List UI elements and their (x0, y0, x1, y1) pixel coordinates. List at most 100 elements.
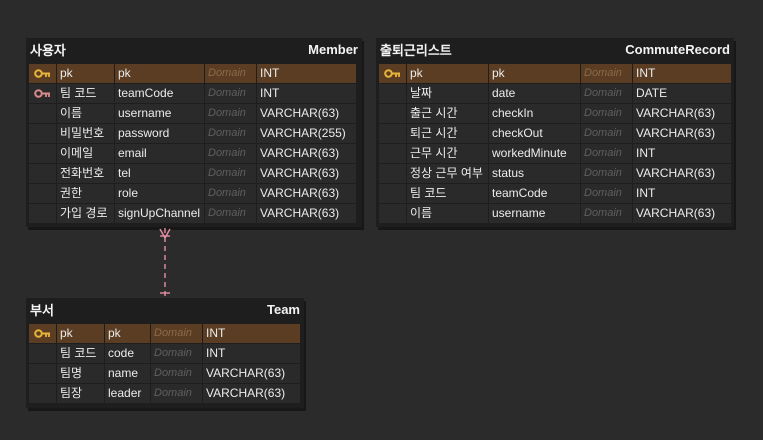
column-data-type: INT (257, 84, 356, 103)
primary-key-icon (379, 64, 406, 83)
column-physical-name: code (105, 344, 150, 363)
column-domain: Domain (205, 84, 256, 103)
column-data-type: VARCHAR(63) (257, 104, 356, 123)
column-physical-name: role (115, 184, 204, 203)
column-logical-name: 권한 (57, 184, 114, 203)
column-data-type: INT (257, 64, 356, 83)
key-cell (379, 164, 406, 183)
column-physical-name: pk (115, 64, 204, 83)
column-physical-name: email (115, 144, 204, 163)
column-data-type: INT (203, 344, 300, 363)
column-physical-name: username (115, 104, 204, 123)
column-physical-name: username (489, 204, 580, 223)
entity-logical-name: 사용자 (30, 42, 66, 58)
column-data-type: VARCHAR(63) (257, 204, 356, 223)
column-domain: Domain (151, 324, 202, 343)
key-cell (29, 384, 56, 403)
entity-physical-name: CommuteRecord (625, 41, 730, 57)
column-logical-name: 날짜 (407, 84, 488, 103)
key-cell (29, 184, 56, 203)
key-cell (379, 84, 406, 103)
column-physical-name: pk (105, 324, 150, 343)
column-domain: Domain (205, 144, 256, 163)
column-logical-name: 전화번호 (57, 164, 114, 183)
column-data-type: INT (633, 184, 731, 203)
column-data-type: VARCHAR(63) (203, 364, 300, 383)
column-logical-name: 출근 시간 (407, 104, 488, 123)
key-cell (29, 164, 56, 183)
column-data-type: VARCHAR(255) (257, 124, 356, 143)
column-data-type: VARCHAR(63) (257, 184, 356, 203)
column-domain: Domain (205, 64, 256, 83)
column-logical-name: 팀 코드 (57, 84, 114, 103)
column-domain: Domain (205, 104, 256, 123)
primary-key-icon (29, 64, 56, 83)
column-physical-name: leader (105, 384, 150, 403)
column-domain: Domain (151, 384, 202, 403)
column-physical-name: signUpChannel (115, 204, 204, 223)
entity-logical-name: 부서 (30, 302, 54, 318)
entity-header[interactable]: 출퇴근리스트 CommuteRecord (376, 38, 734, 60)
key-cell (379, 144, 406, 163)
key-cell (379, 204, 406, 223)
column-domain: Domain (205, 124, 256, 143)
column-domain: Domain (581, 104, 632, 123)
key-cell (379, 124, 406, 143)
column-data-type: INT (633, 144, 731, 163)
entity-header[interactable]: 부서 Team (26, 298, 304, 320)
column-domain: Domain (581, 84, 632, 103)
key-cell (379, 104, 406, 123)
entity-logical-name: 출퇴근리스트 (380, 42, 452, 58)
column-data-type: INT (633, 64, 731, 83)
key-cell (29, 104, 56, 123)
entity-header[interactable]: 사용자 Member (26, 38, 362, 60)
column-domain: Domain (205, 164, 256, 183)
column-logical-name: 팀장 (57, 384, 104, 403)
column-domain: Domain (581, 204, 632, 223)
entity-physical-name: Team (267, 301, 300, 317)
column-physical-name: checkIn (489, 104, 580, 123)
foreign-key-icon (29, 84, 56, 103)
column-logical-name: 팀 코드 (407, 184, 488, 203)
column-logical-name: 이메일 (57, 144, 114, 163)
column-domain: Domain (151, 364, 202, 383)
column-logical-name: pk (57, 324, 104, 343)
column-physical-name: status (489, 164, 580, 183)
column-data-type: VARCHAR(63) (257, 164, 356, 183)
column-physical-name: teamCode (489, 184, 580, 203)
column-logical-name: 정상 근무 여부 (407, 164, 488, 183)
column-physical-name: teamCode (115, 84, 204, 103)
column-physical-name: checkOut (489, 124, 580, 143)
column-logical-name: 이름 (57, 104, 114, 123)
column-logical-name: 팀 코드 (57, 344, 104, 363)
column-physical-name: date (489, 84, 580, 103)
column-data-type: VARCHAR(63) (203, 384, 300, 403)
key-cell (29, 344, 56, 363)
